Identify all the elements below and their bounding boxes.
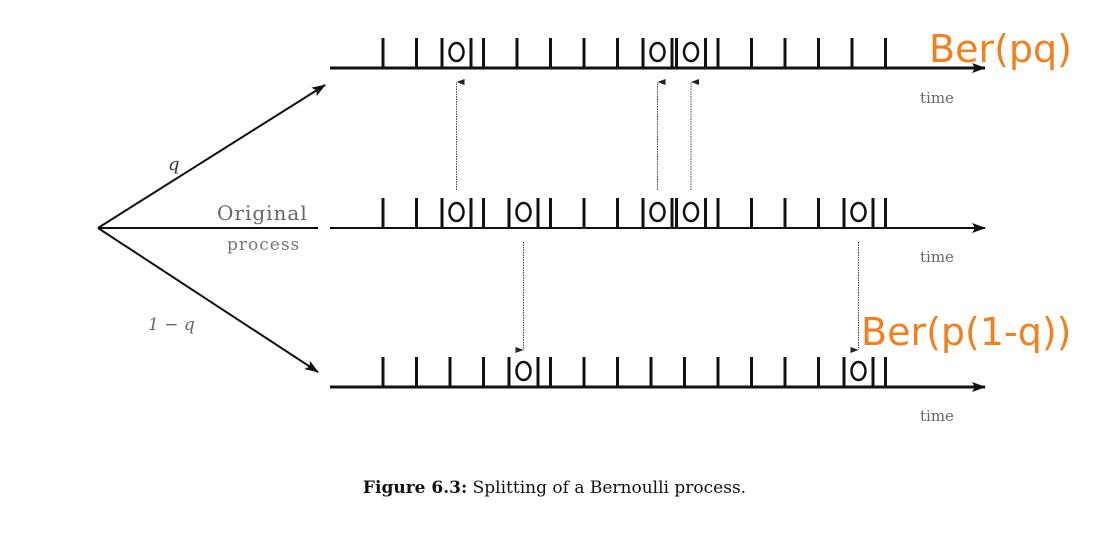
original-arrival-circle	[649, 201, 666, 223]
time-label-middle: time	[920, 248, 954, 266]
ber-p-1-minus-q-annotation: Ber(p(1-q))	[861, 310, 1072, 354]
top-arrival-circle	[682, 41, 700, 63]
original-arrival-circle	[850, 201, 867, 223]
time-label-top: time	[920, 89, 954, 107]
branch-arrow-up	[97, 84, 326, 229]
ber-pq-annotation: Ber(pq)	[929, 27, 1072, 71]
original-arrival-circle	[682, 201, 700, 223]
original-process-label-1: Original	[217, 201, 308, 225]
diagram-canvas: q 1 − q Original process time time time …	[97, 27, 1072, 425]
branch-arrow-down	[97, 227, 319, 373]
original-arrival-circle	[515, 201, 532, 223]
timeline-slots	[381, 38, 887, 387]
original-process-label-2: process	[227, 235, 300, 255]
split-prob-1-minus-q-label: 1 − q	[148, 315, 195, 335]
figure-caption-text: Splitting of a Bernoulli process.	[472, 478, 747, 498]
figure-caption: Figure 6.3: Splitting of a Bernoulli pro…	[0, 478, 1109, 498]
top-arrival-circle	[649, 41, 666, 63]
split-prob-q-label: q	[168, 154, 180, 175]
bottom-arrival-circle	[850, 360, 867, 382]
routing-arrows	[456, 79, 859, 353]
time-label-bottom: time	[920, 407, 954, 425]
original-arrival-circle	[448, 201, 465, 223]
top-arrival-circle	[448, 41, 465, 63]
bottom-arrival-circle	[515, 360, 532, 382]
figure-number: Figure 6.3:	[362, 478, 468, 498]
